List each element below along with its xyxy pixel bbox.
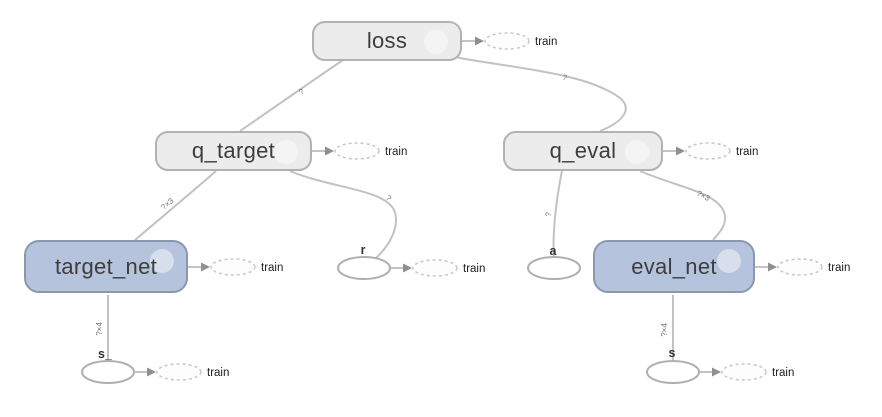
edge-q_target-r <box>289 170 397 259</box>
train-node-dashed[interactable] <box>210 258 256 276</box>
train-node-dashed[interactable] <box>156 363 202 381</box>
node-label: target_net <box>54 253 158 279</box>
op-node-s[interactable] <box>646 360 700 384</box>
edge-shape-label: ? <box>297 87 306 97</box>
train-output-loss: train <box>462 32 557 50</box>
arrowhead-icon <box>768 262 777 272</box>
op-node-label: a <box>550 244 558 258</box>
train-label: train <box>535 36 557 48</box>
edge-shape-label: ?×4 <box>660 323 669 337</box>
train-node-dashed[interactable] <box>685 142 731 160</box>
train-output-s: train <box>699 363 794 381</box>
node-q_eval[interactable]: q_eval <box>503 131 663 171</box>
arrowhead-icon <box>403 263 412 273</box>
node-label: loss <box>366 28 408 53</box>
edge-loss-q_eval <box>454 56 627 132</box>
edge-shape-label: ?×3 <box>159 196 176 212</box>
train-output-q_eval: train <box>663 142 758 160</box>
arrowhead-icon <box>147 367 156 377</box>
edge-shape-label: ? <box>384 193 394 203</box>
train-output-target_net: train <box>188 258 283 276</box>
node-label: eval_net <box>631 253 717 279</box>
train-node-dashed[interactable] <box>412 259 458 277</box>
train-node-dashed[interactable] <box>334 142 380 160</box>
node-loss[interactable]: loss <box>312 21 462 61</box>
edge-shape-label: ?×3 <box>695 189 712 204</box>
train-output-r: train <box>390 259 485 277</box>
arrowhead-icon <box>676 146 685 156</box>
op-node-s_[interactable] <box>81 360 135 384</box>
arrowhead-icon <box>475 36 484 46</box>
train-output-eval_net: train <box>755 258 850 276</box>
edge-a-q_eval <box>552 170 563 259</box>
arrowhead-icon <box>712 367 721 377</box>
arrowhead-icon <box>201 262 210 272</box>
op-node-label: s <box>669 346 676 360</box>
edge-q_target-loss <box>239 57 347 132</box>
train-label: train <box>207 367 229 379</box>
node-sheen <box>150 249 174 273</box>
train-label: train <box>736 146 758 158</box>
train-label: train <box>261 262 283 274</box>
train-label: train <box>772 367 794 379</box>
arrowhead-icon <box>325 146 334 156</box>
op-node-label: r <box>361 243 366 257</box>
train-node-dashed[interactable] <box>484 32 530 50</box>
node-eval_net[interactable]: eval_net <box>593 240 755 293</box>
edge-shape-label: ? <box>561 73 569 83</box>
op-node-r[interactable] <box>337 256 391 280</box>
train-node-dashed[interactable] <box>777 258 823 276</box>
train-output-q_target: train <box>312 142 407 160</box>
node-sheen <box>274 140 298 164</box>
op-node-label: s_ <box>98 347 113 361</box>
train-label: train <box>828 262 850 274</box>
node-sheen <box>424 30 448 54</box>
node-label: q_eval <box>549 138 617 163</box>
node-target_net[interactable]: target_net <box>24 240 188 293</box>
train-label: train <box>385 146 407 158</box>
train-node-dashed[interactable] <box>721 363 767 381</box>
op-node-a[interactable] <box>527 256 581 280</box>
node-q_target[interactable]: q_target <box>155 131 312 171</box>
edge-shape-label: ? <box>544 211 554 217</box>
node-sheen <box>717 249 741 273</box>
edge-shape-label: ?×4 <box>95 322 104 336</box>
node-label: q_target <box>191 138 276 163</box>
train-output-s_: train <box>134 363 229 381</box>
edge-target_net-q_target <box>134 170 217 241</box>
edge-q_eval-eval_net <box>639 170 726 241</box>
train-label: train <box>463 263 485 275</box>
node-sheen <box>625 140 649 164</box>
